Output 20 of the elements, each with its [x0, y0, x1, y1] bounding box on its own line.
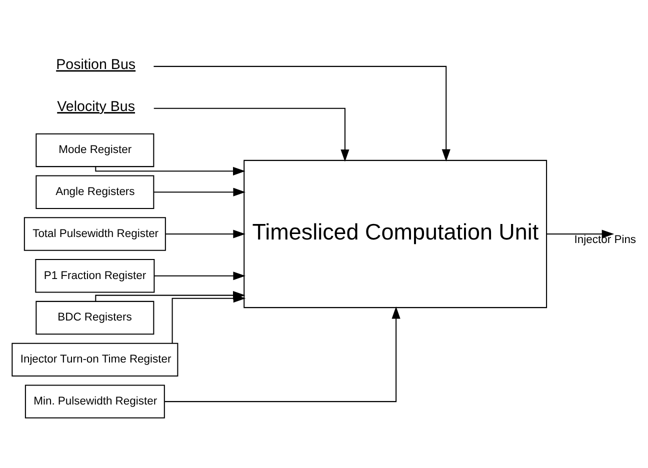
node-box: P1 Fraction Register — [35, 259, 155, 293]
arrow — [154, 108, 350, 162]
node-box: Injector Turn-on Time Register — [12, 342, 178, 377]
arrow — [164, 306, 400, 402]
node-box: Timesliced Computation Unit — [244, 160, 548, 308]
arrow — [546, 230, 614, 238]
arrow — [154, 272, 246, 280]
arrow — [154, 188, 246, 196]
edge-label: Injector Pins — [574, 234, 636, 246]
node-box: BDC Registers — [36, 300, 154, 335]
node-text: Velocity Bus — [57, 99, 136, 116]
node-text: Position Bus — [56, 57, 136, 74]
node-box: Min. Pulsewidth Register — [24, 384, 165, 418]
arrow — [95, 166, 246, 176]
node-box: Mode Register — [36, 133, 154, 168]
arrow — [166, 230, 246, 238]
arrow — [154, 66, 450, 162]
arrow — [172, 294, 246, 344]
node-box: Total Pulsewidth Register — [24, 217, 166, 251]
node-box: Angle Registers — [36, 175, 154, 209]
